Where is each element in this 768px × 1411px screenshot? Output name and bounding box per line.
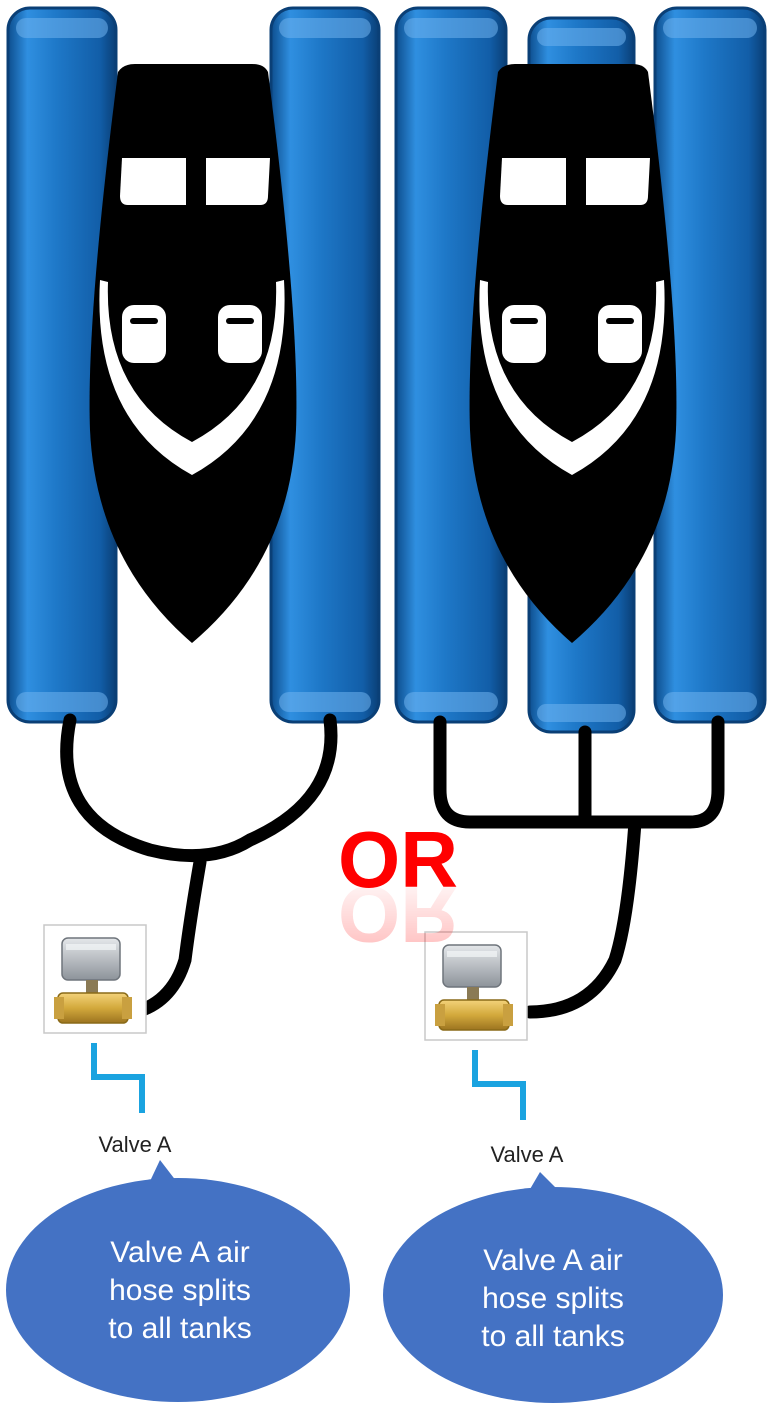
- right-callout-line-3: to all tanks: [481, 1320, 624, 1353]
- right-callout-line-1: Valve A air: [483, 1244, 623, 1277]
- left-callout: Valve A air hose splits to all tanks: [6, 1160, 350, 1402]
- right-water-line: [475, 1050, 523, 1120]
- left-valve-label: Valve A: [99, 1132, 172, 1157]
- right-callout: Valve A air hose splits to all tanks: [383, 1172, 723, 1403]
- or-label: OR: [338, 815, 458, 904]
- right-callout-line-2: hose splits: [482, 1282, 624, 1315]
- left-callout-line-2: hose splits: [109, 1274, 251, 1307]
- right-configuration: Valve A Valve A air hose splits to all t…: [383, 8, 765, 1403]
- left-valve-icon: [44, 925, 146, 1033]
- left-boat: [90, 64, 297, 643]
- left-callout-line-1: Valve A air: [110, 1236, 250, 1269]
- left-callout-line-3: to all tanks: [108, 1312, 251, 1345]
- left-water-line: [94, 1043, 142, 1113]
- left-configuration: Valve A Valve A air hose splits to all t…: [6, 8, 379, 1402]
- right-valve-label: Valve A: [491, 1142, 564, 1167]
- or-divider: OR OR: [338, 815, 458, 959]
- left-hose: [67, 720, 331, 856]
